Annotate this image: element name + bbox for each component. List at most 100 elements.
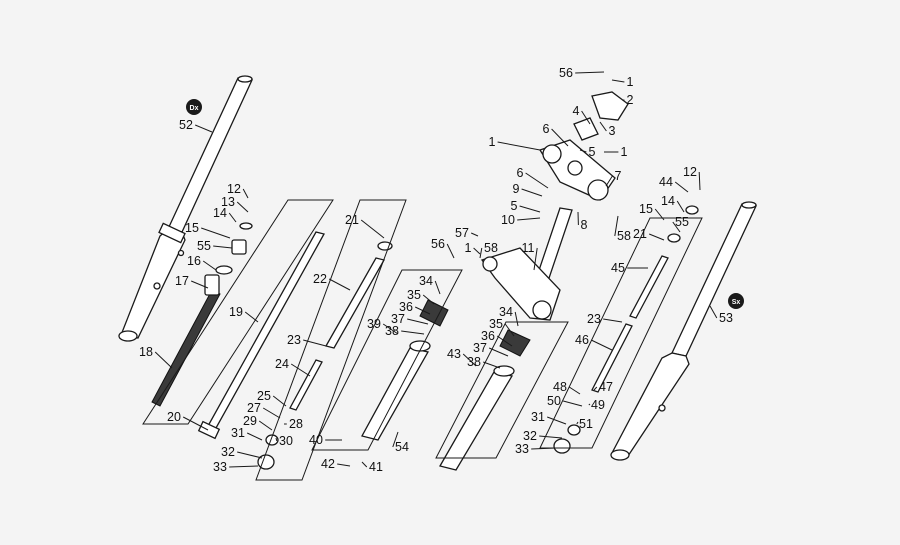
- callout-number-37b: 37: [473, 341, 487, 355]
- callout-leader-39: [382, 323, 399, 335]
- callout-leader-48: [568, 386, 581, 395]
- callout-leader-23b: [603, 318, 623, 323]
- callout-number-30: 30: [279, 434, 293, 448]
- callout-number-1a: 1: [627, 75, 634, 89]
- callout-number-11: 11: [522, 241, 535, 255]
- callout-leader-15b: [654, 208, 665, 221]
- callout-number-13: 13: [221, 195, 235, 209]
- callout-number-3: 3: [609, 124, 616, 138]
- callout-leader-46: [590, 339, 613, 351]
- callout-number-4: 4: [573, 104, 580, 118]
- callout-leader-52: [195, 124, 213, 133]
- callout-number-23a: 23: [287, 333, 301, 347]
- callout-number-40: 40: [309, 433, 323, 447]
- callout-number-39: 39: [367, 317, 381, 331]
- callout-number-54: 54: [395, 440, 409, 454]
- callout-leader-36a: [414, 306, 431, 315]
- callout-number-34a: 34: [419, 274, 433, 288]
- steering-stem: [480, 207, 573, 321]
- callout-number-43: 43: [447, 347, 461, 361]
- callout-number-27: 27: [247, 401, 261, 415]
- callout-number-7: 7: [615, 169, 622, 183]
- callout-number-8: 8: [581, 218, 588, 232]
- callout-number-6a: 6: [543, 122, 550, 136]
- callout-number-52: 52: [179, 118, 193, 132]
- callout-leader-31b: [547, 416, 567, 425]
- callout-leader-56b: [446, 243, 455, 259]
- callout-leader-47: [593, 386, 598, 391]
- callout-leader-37a: [407, 318, 429, 325]
- callout-leader-49: [588, 403, 591, 406]
- callout-leader-24: [290, 363, 311, 377]
- callout-number-44: 44: [659, 175, 673, 189]
- callout-leader-51: [576, 421, 579, 425]
- callout-leader-10: [517, 217, 541, 221]
- callout-number-49: 49: [591, 398, 605, 412]
- callout-leader-43: [462, 353, 477, 367]
- callout-number-29: 29: [243, 414, 257, 428]
- callout-number-53: 53: [719, 311, 733, 325]
- callout-number-14b: 14: [661, 194, 675, 208]
- callout-number-32b: 32: [523, 429, 537, 443]
- callout-number-34b: 34: [499, 305, 513, 319]
- callout-number-1b: 1: [621, 145, 628, 159]
- callout-number-42: 42: [321, 457, 335, 471]
- callout-number-15a: 15: [185, 221, 199, 235]
- callout-leader-33a: [229, 465, 259, 468]
- callout-leader-12a: [242, 188, 249, 199]
- callout-leader-1d: [473, 247, 481, 255]
- callout-number-14a: 14: [213, 206, 227, 220]
- callout-leader-55a: [213, 245, 233, 249]
- callout-number-25: 25: [257, 389, 271, 403]
- callout-leader-37b: [489, 347, 509, 357]
- top-clamp-assembly: [539, 91, 629, 201]
- callout-leader-20: [182, 416, 209, 431]
- callout-number-31a: 31: [231, 426, 245, 440]
- callout-leader-33b: [531, 447, 557, 450]
- right-fork-leg: [118, 75, 253, 342]
- callout-number-12b: 12: [683, 165, 697, 179]
- callout-leader-19: [244, 311, 259, 323]
- callout-leader-32a: [237, 451, 263, 459]
- callout-number-36b: 36: [481, 329, 495, 343]
- callout-leader-11: [533, 247, 538, 271]
- svg-text:Sx: Sx: [732, 299, 741, 306]
- callout-leader-9: [521, 188, 543, 197]
- callout-leader-38b: [483, 361, 501, 369]
- callout-leader-36b: [496, 335, 513, 347]
- slider-bodies: [361, 299, 531, 471]
- callout-leader-27: [262, 407, 281, 419]
- fork-spring-group: [151, 222, 253, 407]
- callout-leader-34a: [434, 280, 441, 295]
- callout-number-32a: 32: [221, 445, 235, 459]
- callout-leader-25: [272, 395, 287, 407]
- callout-number-31b: 31: [531, 410, 545, 424]
- callout-number-12a: 12: [227, 182, 241, 196]
- callout-leader-4: [581, 110, 591, 125]
- callout-leader-58a: [614, 215, 619, 237]
- callout-number-18: 18: [139, 345, 153, 359]
- callout-leader-1c: [497, 141, 541, 151]
- callout-number-55b: 55: [675, 215, 689, 229]
- callout-number-16: 16: [187, 254, 201, 268]
- callout-number-58b: 58: [484, 241, 498, 255]
- callout-number-56a: 56: [559, 66, 573, 80]
- callout-leader-14b: [676, 200, 685, 213]
- callout-leader-55b: [672, 221, 681, 233]
- callout-number-17: 17: [175, 274, 189, 288]
- sx-side-badge: Sx: [728, 293, 744, 309]
- callout-number-1d: 1: [465, 241, 472, 255]
- callout-number-6b: 6: [517, 166, 524, 180]
- callout-leader-56a: [575, 71, 605, 74]
- callout-number-21a: 21: [345, 213, 359, 227]
- callout-number-36a: 36: [399, 300, 413, 314]
- callout-leader-31a: [246, 432, 263, 441]
- callout-number-2: 2: [627, 93, 634, 107]
- callout-number-5b: 5: [511, 199, 518, 213]
- callout-number-37a: 37: [391, 312, 405, 326]
- callout-leader-6b: [525, 172, 549, 189]
- right-group-internals: [553, 205, 699, 454]
- callout-number-20: 20: [167, 410, 181, 424]
